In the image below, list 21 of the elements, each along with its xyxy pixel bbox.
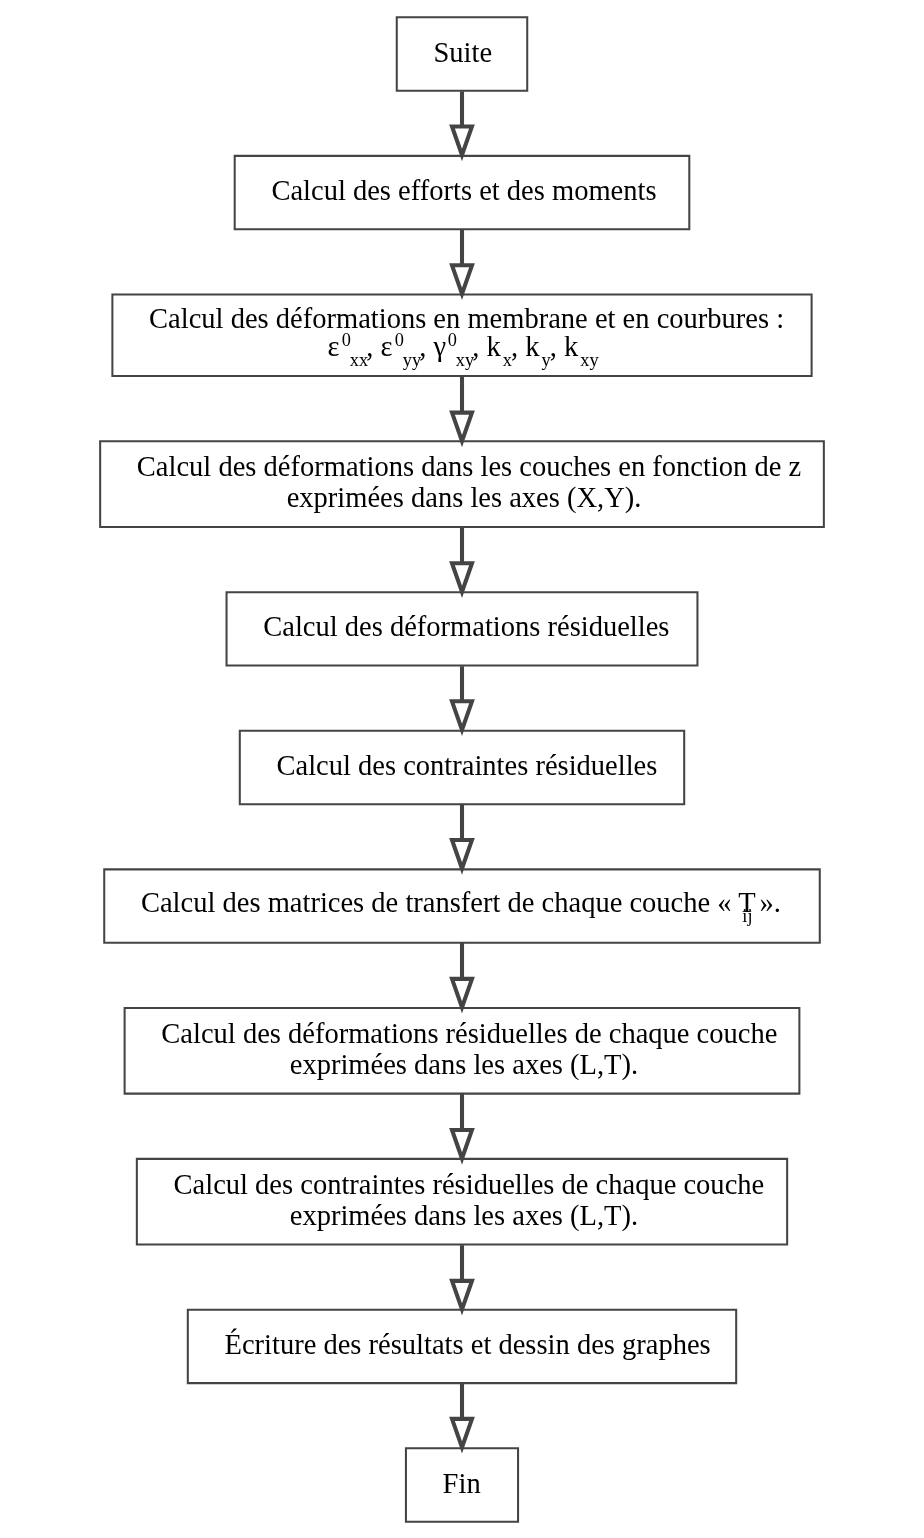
arrow	[449, 1244, 475, 1316]
node-box: Calcul des efforts et des moments	[233, 154, 691, 230]
node-box: Calcul des déformations en membrane et en courbures : ε$^{0}$$_{xx}$, ε$^{0}$$_{yy}$, γ$^{0}$$_{xy}$, k$_{x}$, k$_{y}$, k$_{xy}$	[111, 293, 813, 377]
node-box: Calcul des contraintes résiduelles	[238, 729, 686, 805]
arrow	[449, 1093, 475, 1165]
arrow	[449, 942, 475, 1014]
node-box: Calcul des contraintes résiduelles de chaque couche exprimées dans les axes (L,T).	[135, 1157, 789, 1245]
arrow	[449, 90, 475, 161]
arrow	[449, 375, 475, 447]
arrow	[449, 1383, 475, 1454]
node-box: Suite	[395, 15, 529, 92]
node-box: Calcul des déformations résiduelles de chaque couche exprimées dans les axes (L,T).	[123, 1006, 801, 1095]
node-box: Calcul des déformations dans les couches en fonction de z exprimées dans les axes (X,Y).	[99, 439, 825, 528]
node-box: Calcul des déformations résiduelles	[225, 590, 699, 667]
node-box: Calcul des matrices de transfert de chaque couche « T$_{ij}$ ».	[103, 867, 821, 944]
arrow	[449, 665, 475, 736]
arrow	[449, 527, 475, 598]
node-box: Fin	[404, 1446, 520, 1523]
arrow	[449, 229, 475, 300]
node-box: Écriture des résultats et dessin des graphes	[186, 1308, 738, 1384]
arrow	[449, 804, 475, 875]
